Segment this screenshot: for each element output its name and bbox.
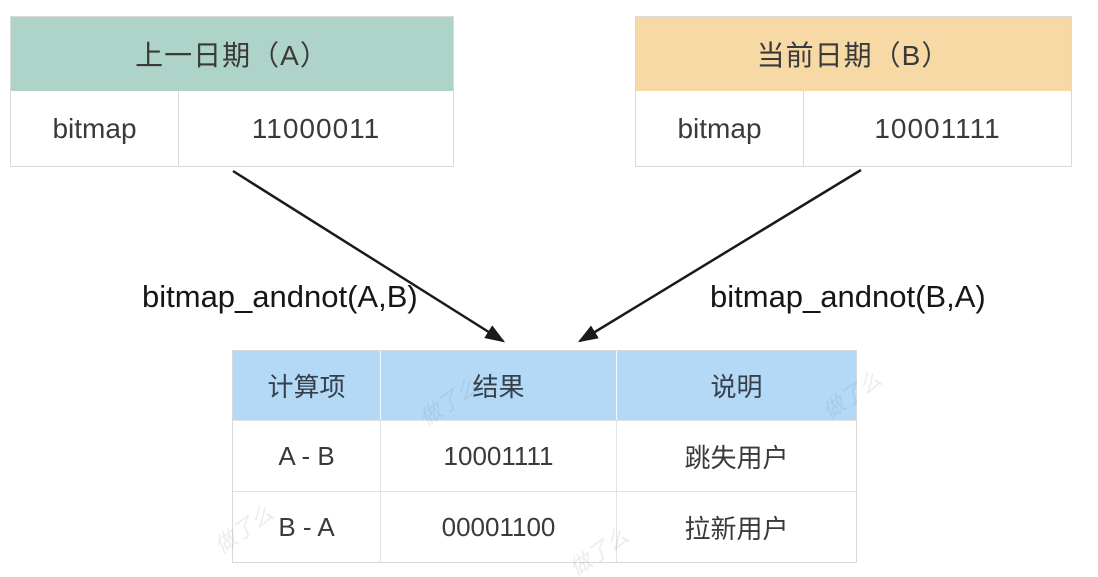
- result-row-a-minus-b: A - B 10001111 跳失用户: [233, 420, 856, 491]
- result-row1-note: 跳失用户: [616, 421, 856, 491]
- result-row2-result: 00001100: [380, 492, 616, 562]
- result-row2-item: B - A: [278, 511, 335, 542]
- result-row2-note: 拉新用户: [616, 492, 856, 562]
- curr-date-bitmap-label: bitmap: [636, 91, 804, 166]
- andnot-ba-label: bitmap_andnot(B,A): [710, 279, 986, 314]
- curr-date-table-title: 当前日期（B）: [636, 17, 1071, 91]
- result-row-b-minus-a: B - A 00001100 拉新用户: [233, 491, 856, 562]
- arrow-b-to-result: [577, 168, 862, 343]
- result-col-item: 计算项: [233, 351, 380, 420]
- prev-date-bitmap-value: 11000011: [251, 112, 381, 144]
- arrow-a-to-result: [232, 169, 506, 343]
- prev-date-table-row: bitmap 11000011: [11, 91, 453, 166]
- curr-date-bitmap-value: 10001111: [874, 112, 1001, 144]
- result-col-result: 结果: [380, 351, 616, 420]
- result-row1-result: 10001111: [380, 421, 616, 491]
- prev-date-table-title: 上一日期（A）: [11, 17, 453, 91]
- curr-date-table-row: bitmap 10001111: [636, 91, 1071, 166]
- result-table-header-row: 计算项 结果 说明: [233, 351, 856, 420]
- prev-date-bitmap-label: bitmap: [11, 91, 179, 166]
- result-table: 计算项 结果 说明 A - B 10001111 跳失用户 B - A 0000…: [232, 350, 857, 563]
- andnot-ab-label: bitmap_andnot(A,B): [142, 279, 418, 314]
- prev-date-table: 上一日期（A） bitmap 11000011: [10, 16, 454, 167]
- result-row1-item: A - B: [278, 440, 335, 471]
- result-col-note: 说明: [616, 351, 856, 420]
- curr-date-table: 当前日期（B） bitmap 10001111: [635, 16, 1072, 167]
